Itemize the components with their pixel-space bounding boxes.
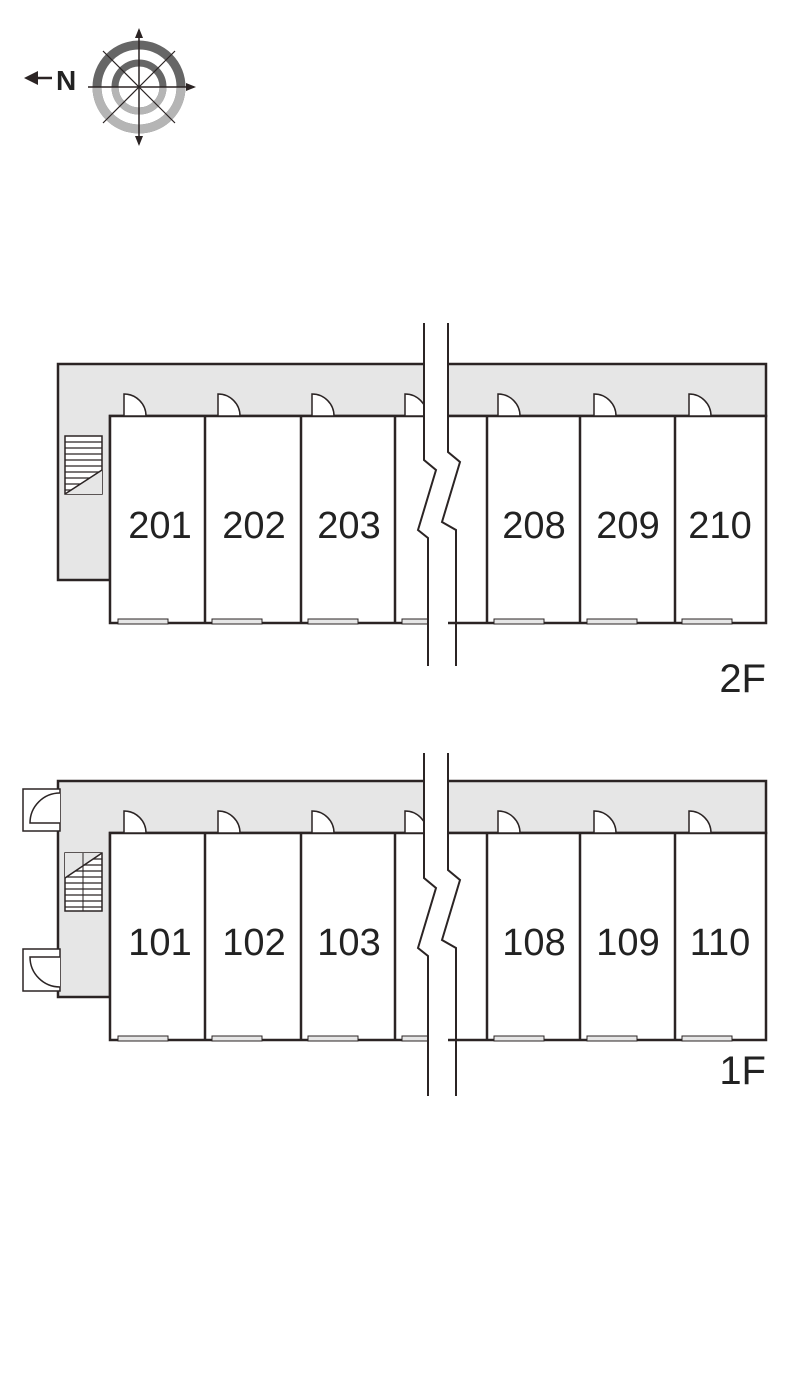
door-icon-group [123,393,712,417]
room-109: 109 [596,922,659,964]
break-mark [416,753,462,1096]
room-110: 110 [690,922,751,964]
stair-icon [64,435,103,495]
room-201: 201 [128,505,191,547]
room-103: 103 [317,922,380,964]
floor-2f: 201 202 203 208 209 210 2F [56,323,768,701]
room-208: 208 [502,505,565,547]
floor-1f: 101 102 103 108 109 110 1F [22,753,768,1096]
room-101: 101 [128,922,191,964]
break-mark [416,323,462,666]
floor-label-2f: 2F [719,657,766,701]
floor-label-1f: 1F [719,1049,766,1093]
room-203: 203 [317,505,380,547]
north-label: N [56,65,76,96]
stair-icon [64,852,103,912]
room-202: 202 [222,505,285,547]
door-icon-group [123,810,712,834]
room-210: 210 [688,505,751,547]
room-102: 102 [222,922,285,964]
room-108: 108 [502,922,565,964]
room-209: 209 [596,505,659,547]
compass-icon: N [24,28,196,146]
entrance-door-icon [22,788,61,992]
